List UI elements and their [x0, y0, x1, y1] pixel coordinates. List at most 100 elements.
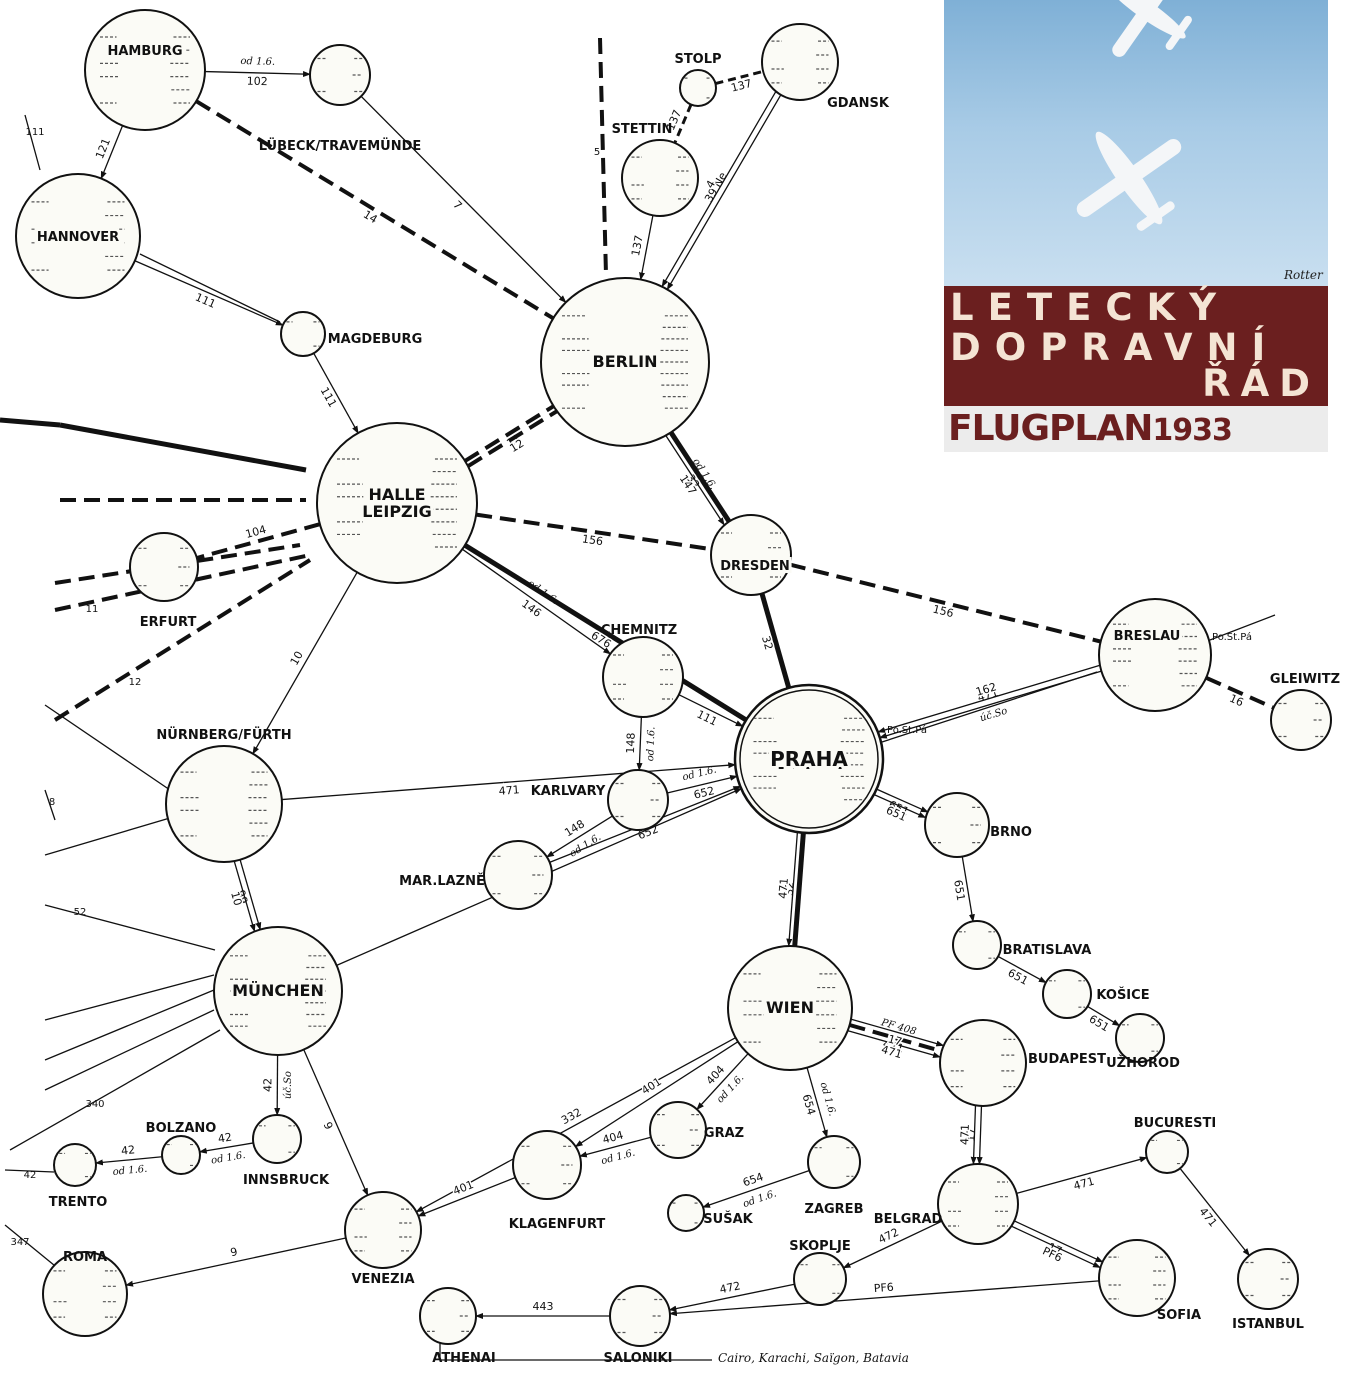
route-note: od 1.6.	[681, 765, 717, 784]
route-stolp-gdansk: 137	[715, 71, 763, 94]
artist-signature: Rotter	[1284, 268, 1323, 282]
poster-title-line-1: LETECKÝ	[950, 288, 1230, 328]
city-circle	[484, 841, 552, 909]
edge-label: 12	[129, 677, 142, 688]
edge-label: 340	[85, 1099, 104, 1110]
city-label: PRAHA	[770, 747, 848, 771]
city-circle	[1146, 1131, 1188, 1173]
city-label: HAMBURG	[107, 44, 182, 59]
city-athenai: ATHENAI	[420, 1288, 496, 1366]
route-halle-berlin: 11	[465, 406, 554, 461]
city-venezia: VENEZIA	[345, 1192, 421, 1287]
city-klagenfurt: KLAGENFURT	[509, 1131, 606, 1232]
route-number: 32	[759, 634, 775, 651]
route-wien-graz: 404od 1.6.	[697, 1054, 748, 1110]
city-label: CHEMNITZ	[601, 623, 677, 638]
city-label: WIEN	[766, 998, 814, 1017]
edge-segment	[45, 975, 214, 1020]
route-line	[96, 1157, 162, 1163]
route-note: od 1.6.	[112, 1164, 148, 1178]
city-circle	[1116, 1014, 1164, 1062]
city-circle	[622, 140, 698, 216]
edge-line: 347	[5, 1225, 60, 1270]
edge-segment	[45, 905, 215, 950]
route-line	[462, 549, 610, 654]
route-bratislava-kosice: 651	[998, 956, 1046, 987]
route-number: 111	[318, 385, 340, 410]
route-note: od 1.6.	[600, 1148, 636, 1168]
city-label: SALONIKI	[604, 1351, 673, 1366]
route-number: PF6	[873, 1281, 894, 1295]
route-number: 651	[1087, 1012, 1112, 1034]
route-line	[979, 1106, 981, 1164]
footer-year: 1933	[1152, 413, 1232, 448]
route-bucuresti-istanbul: 471	[1180, 1168, 1249, 1255]
route-number: 651	[951, 879, 967, 902]
city-label: GDANSK	[827, 96, 890, 111]
route-halle-berlin: 12	[468, 411, 557, 466]
city-lubeck: LÜBECK/TRAVEMÜNDE	[259, 45, 422, 154]
city-label: BRNO	[990, 825, 1032, 840]
route-number: 156	[581, 532, 604, 548]
city-circle	[610, 1286, 670, 1346]
city-label: INNSBRUCK	[243, 1173, 330, 1188]
city-wien: WIEN	[728, 946, 852, 1070]
route-number: 137	[629, 234, 646, 257]
bottom-note: Cairo, Karachi, Saïgon, Batavia	[718, 1351, 909, 1365]
route-number: 332	[559, 1106, 584, 1127]
route-halle-nurnberg: 10	[253, 572, 357, 753]
city-label: LÜBECK/TRAVEMÜNDE	[259, 138, 422, 154]
city-label: ATHENAI	[432, 1351, 495, 1366]
route-halle-dresden: 156	[476, 515, 711, 550]
route-hamburg-hannover: 121	[93, 126, 122, 179]
city-magdeburg: MAGDEBURG	[281, 312, 422, 356]
poster-planes	[944, 0, 1328, 286]
route-karlsbad-marlazne: 148od 1.6.	[547, 816, 613, 860]
city-label: BERLIN	[593, 352, 658, 371]
route-number: 148	[562, 817, 587, 839]
city-breslau: BRESLAU	[1099, 599, 1211, 711]
city-label: NÜRNBERG/FÜRTH	[156, 727, 291, 743]
edge-segment	[600, 38, 606, 275]
route-number: 111	[193, 291, 217, 311]
route-stettin-berlin: 137	[629, 215, 653, 279]
route-number: 404	[704, 1063, 728, 1087]
city-label: TRENTO	[49, 1195, 108, 1210]
city-bolzano: BOLZANO	[146, 1121, 217, 1174]
city-circle	[711, 515, 791, 595]
city-kosice: KOŠICE	[1043, 970, 1150, 1018]
city-uzhorod: UŽHOROD	[1106, 1014, 1180, 1071]
edge-segment	[45, 815, 180, 855]
city-label: MAGDEBURG	[328, 332, 423, 347]
city-dresden: DRESDEN	[711, 515, 791, 595]
route-note: úč.So	[283, 1071, 294, 1099]
city-circle	[513, 1131, 581, 1199]
route-belgrad-skoplje: 472	[843, 1221, 941, 1268]
route-hannover-magdeburg: 111	[135, 261, 283, 325]
route-number: 42	[121, 1143, 136, 1157]
edge-label: 11	[86, 604, 99, 615]
route-line	[465, 406, 554, 461]
city-skoplje: SKOPLJE	[789, 1239, 850, 1305]
city-circle	[668, 1195, 704, 1231]
city-circle	[808, 1136, 860, 1188]
edge-segment	[140, 254, 280, 322]
route-note: od 1.6.	[645, 726, 657, 761]
route-number: 443	[533, 1300, 554, 1313]
city-label: BELGRAD	[874, 1212, 943, 1227]
city-label: STOLP	[674, 52, 721, 67]
route-berlin-dresden: 147od 1.6.	[666, 436, 724, 525]
route-number: 471	[498, 783, 520, 798]
city-circle	[1043, 970, 1091, 1018]
edge-label: Po.St.Pá	[1212, 631, 1252, 643]
edge-line	[45, 705, 170, 790]
route-klagenfurt-venezia: 401	[418, 1178, 515, 1216]
city-stettin: STETTIN	[612, 122, 698, 216]
route-number: 42	[217, 1130, 233, 1145]
route-karlsbad-praha: 652od 1.6.	[667, 765, 737, 802]
edge-segment	[60, 425, 306, 470]
city-label: MAR.LAZNĚ	[399, 873, 485, 889]
route-kosice-uzhorod: 651	[1087, 1006, 1120, 1034]
city-nurnberg: NÜRNBERG/FÜRTH	[156, 727, 291, 862]
